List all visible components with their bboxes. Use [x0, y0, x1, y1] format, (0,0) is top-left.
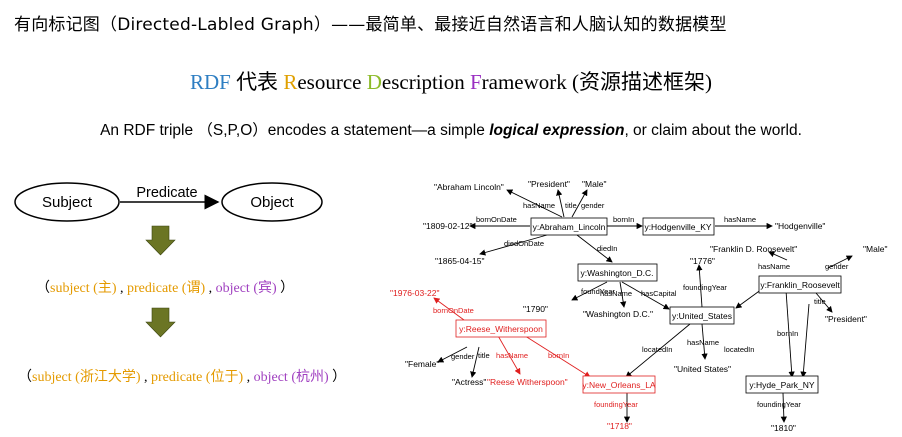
ex1-object: object (宾) [215, 281, 277, 296]
edge-diedin: diedIn [597, 244, 617, 253]
ex2-object: object (杭州) [253, 370, 329, 385]
rdf-subtitle: RDF 代表 Resource Description Framework (资… [0, 66, 902, 96]
logical-expression: logical expression [489, 122, 625, 139]
literal-actress: "Actress" [452, 377, 486, 387]
subtitle-daibiao: 代表 [230, 70, 284, 94]
triple-text-before: An RDF triple （S,P,O）encodes a statement… [100, 122, 490, 139]
literal-1810: "1810" [771, 423, 796, 433]
subject-ellipse [14, 182, 120, 222]
edge-locatedin-1: locatedIn [642, 345, 672, 354]
spo-diagram: Subject Predicate Object [14, 182, 323, 338]
ex1-predicate: predicate (谓) [126, 281, 206, 296]
predicate-label: Predicate [136, 185, 197, 201]
example-zju: （subject (浙江大学) , predicate (位于) , objec… [18, 370, 347, 385]
literal-hodgenville: "Hodgenville" [775, 221, 825, 231]
literal-president-2: "President" [825, 314, 867, 324]
literal-male: "Male" [582, 179, 606, 189]
edge-hasname-red: hasName [496, 351, 528, 360]
subject-label: Subject [42, 194, 93, 211]
triple-description: An RDF triple （S,P,O）encodes a statement… [0, 118, 902, 140]
node-roosevelt: y:Franklin_Roosevelt [760, 280, 840, 290]
edge-foundingyear-1: foundingYear [683, 283, 727, 292]
down-arrow-icon [145, 307, 176, 338]
edge-foundingyear-2: foundingYear [757, 400, 801, 409]
knowledge-graph: y:Abraham_Lincoln y:Hodgenville_KY y:Was… [390, 179, 887, 433]
literal-female: "Female" [405, 359, 439, 369]
literal-1776: "1776" [690, 256, 715, 266]
node-hyde-park: y:Hyde_Park_NY [749, 380, 815, 390]
literal-1976: "1976-03-22" [390, 288, 440, 298]
node-washington: y:Washington_D.C. [581, 268, 654, 278]
node-united-states: y:United_States [672, 311, 732, 321]
red-edges [433, 297, 591, 378]
literal-dc-name: "Washington D.C." [583, 309, 653, 319]
down-arrow-icon [145, 225, 176, 256]
edge-bornondate: bornOnDate [476, 215, 517, 224]
edge-hascapital: hasCapital [641, 289, 677, 298]
triple-text-after: , or claim about the world. [624, 122, 802, 139]
literal-1865: "1865-04-15" [435, 256, 485, 266]
edge-bornin-1: bornIn [613, 215, 634, 224]
node-reese: y:Reese_Witherspoon [459, 324, 543, 334]
literal-fdr-name: "Franklin D. Roosevelt" [710, 244, 797, 254]
page-title: 有向标记图（Directed-Labled Graph）——最简单、最接近自然语… [14, 15, 727, 35]
edge-bornondate-red: bornOnDate [433, 306, 474, 315]
node-hodgenville: y:Hodgenville_KY [644, 222, 711, 232]
word-framework: ramework [481, 70, 567, 94]
edge-gender-3: gender [451, 352, 475, 361]
subtitle-cn: (资源描述框架) [566, 70, 713, 94]
literal-us-name: "United States" [674, 364, 731, 374]
edge-hasname-4: hasName [758, 262, 790, 271]
node-boxes [530, 217, 842, 394]
object-label: Object [250, 194, 294, 211]
edge-gender-2: gender [825, 262, 849, 271]
red-node-boxes [455, 319, 656, 394]
letter-f: F [469, 70, 482, 94]
edge-hasname-5: hasName [687, 338, 719, 347]
literal-1809: "1809-02-12" [423, 221, 473, 231]
edge-hasname-1: hasName [523, 201, 555, 210]
edge-gender-1: gender [581, 201, 605, 210]
word-resource: esource [297, 70, 367, 94]
edge-bornin-red: bornIn [548, 351, 569, 360]
object-ellipse [221, 182, 323, 222]
edge-foundyear: foundYear [581, 287, 615, 296]
edge-foundingyear-red: foundingYear [594, 400, 638, 409]
black-edges [437, 189, 853, 423]
literal-reese-name: "Reese Witherspoon" [487, 377, 568, 387]
edge-bornin-2: bornIn [777, 329, 798, 338]
literal-1790: "1790" [523, 304, 548, 314]
edge-title-3: title [478, 351, 490, 360]
literal-male-2: "Male" [863, 244, 887, 254]
ex1-subject: subject (主) [50, 281, 117, 296]
edge-locatedin-2: locatedIn [724, 345, 754, 354]
edge-hasname-2: hasName [724, 215, 756, 224]
edge-diedondate: diedOnDate [504, 239, 544, 248]
word-description: escription [381, 70, 470, 94]
example-generic: （subject (主) , predicate (谓) , object (宾… [36, 281, 295, 296]
edge-hasname-3: hasName [600, 289, 632, 298]
edge-title-1: title [565, 201, 577, 210]
edge-title-2: title [814, 297, 826, 306]
letter-d: D [366, 70, 382, 94]
literal-president: "President" [528, 179, 570, 189]
literal-1718: "1718" [607, 421, 632, 431]
ex2-subject: subject (浙江大学) [32, 370, 141, 385]
ex2-predicate: predicate (位于) [150, 370, 244, 385]
node-lincoln: y:Abraham_Lincoln [533, 222, 606, 232]
letter-r: R [283, 70, 298, 94]
rdf-abbrev: RDF [189, 70, 231, 94]
literal-abe-name: "Abraham Lincoln" [434, 182, 504, 192]
node-new-orleans: y:New_Orleans_LA [582, 380, 656, 390]
